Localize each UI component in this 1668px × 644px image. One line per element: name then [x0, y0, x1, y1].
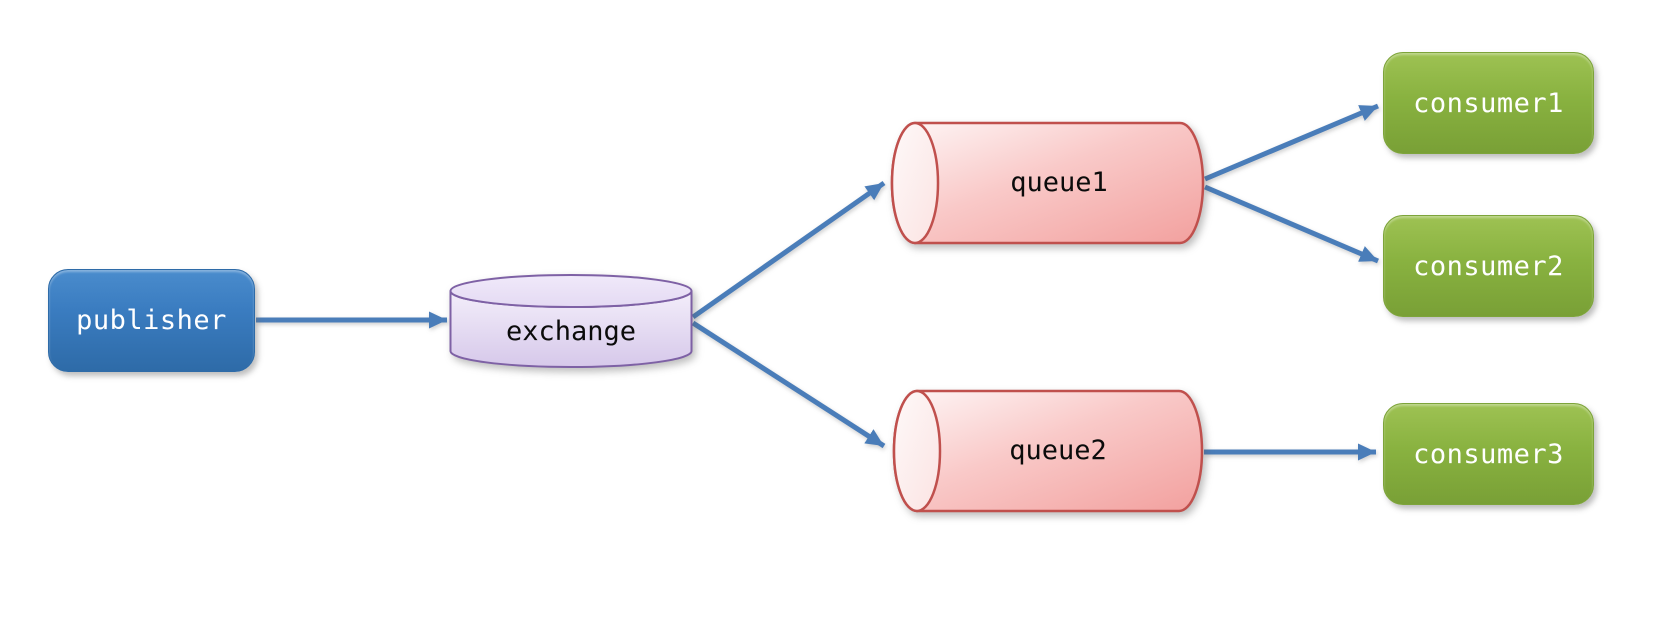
arrow-queue1-to-consumer2: [1204, 184, 1379, 264]
exchange-cylinder-top: [449, 274, 693, 308]
publisher-label: publisher: [76, 305, 227, 336]
queue2-cylinder-cap: [892, 389, 942, 513]
queue1-cylinder-cap: [890, 121, 940, 245]
node-consumer1: consumer1: [1383, 52, 1594, 154]
node-consumer3: consumer3: [1383, 403, 1594, 505]
exchange-cylinder: [449, 274, 693, 368]
queue2-label: queue2: [1009, 435, 1107, 466]
consumer1-label: consumer1: [1413, 87, 1564, 119]
arrow-queue1-to-consumer1: [1204, 103, 1379, 182]
node-consumer2: consumer2: [1383, 215, 1594, 317]
exchange-label: exchange: [505, 316, 637, 347]
queue2-cylinder: [892, 389, 1204, 513]
queue1-cylinder: [890, 121, 1205, 245]
consumer2-label: consumer2: [1413, 250, 1564, 282]
arrow-exchange-to-queue2: [691, 320, 886, 449]
arrow-exchange-to-queue1: [691, 180, 886, 320]
node-publisher: publisher: [48, 269, 255, 372]
queue1-label: queue1: [1010, 167, 1108, 198]
edges-group: [256, 103, 1379, 461]
consumer3-label: consumer3: [1413, 438, 1564, 470]
